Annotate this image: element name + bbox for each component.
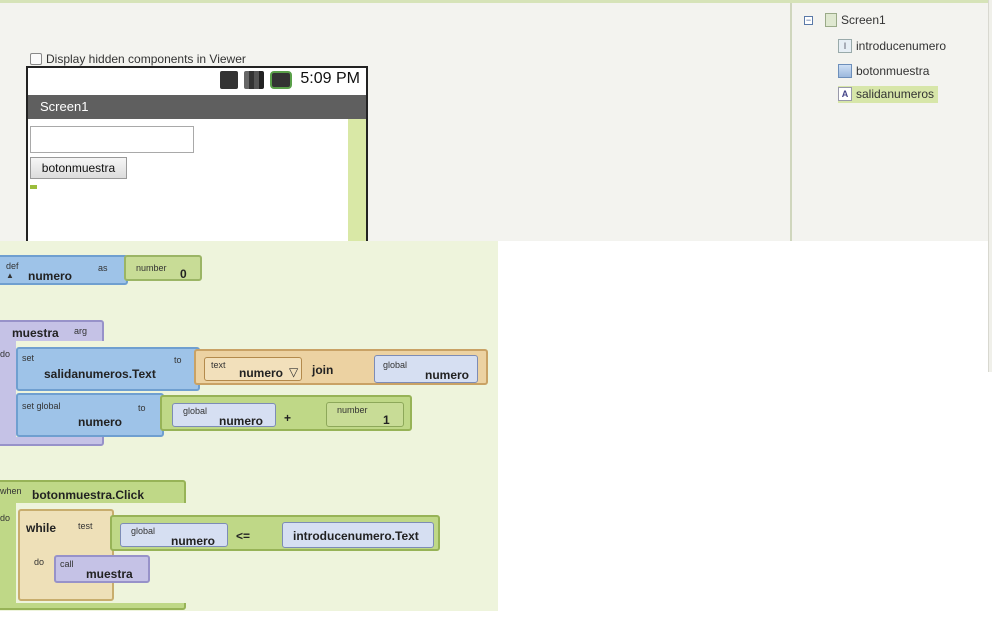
text-tag: text xyxy=(211,360,226,370)
screen-scrollbar[interactable] xyxy=(348,119,366,241)
collapse-triangle-icon[interactable]: ▲ xyxy=(6,271,14,280)
number-value-2[interactable]: 1 xyxy=(383,413,390,427)
set-global-name[interactable]: numero xyxy=(78,415,123,429)
number-block[interactable]: number 0 xyxy=(124,255,202,281)
global-name-3[interactable]: numero xyxy=(171,534,216,548)
set-target: salidanumeros.Text xyxy=(44,367,156,381)
do-keyword: do xyxy=(0,349,11,359)
text-block[interactable]: text numero ▽ xyxy=(204,357,302,381)
property-getter-block[interactable]: introducenumero.Text xyxy=(282,522,434,548)
tree-root[interactable]: − Screen1 xyxy=(804,13,886,27)
tree-root-label: Screen1 xyxy=(841,13,886,27)
compare-target: introducenumero.Text xyxy=(293,529,419,543)
display-hidden-components-checkbox[interactable]: Display hidden components in Viewer xyxy=(30,52,246,66)
botonmuestra-button[interactable]: botonmuestra xyxy=(30,157,127,179)
screen-title: Screen1 xyxy=(40,99,89,114)
viewer-panel: Display hidden components in Viewer 5:09… xyxy=(0,3,790,241)
introducenumero-textbox[interactable] xyxy=(30,126,194,153)
def-keyword: def xyxy=(6,261,19,271)
plus-operator: + xyxy=(284,411,292,425)
global-tag-3: global xyxy=(131,526,156,536)
to-keyword-2: to xyxy=(138,403,146,413)
procedure-name: muestra xyxy=(12,326,59,340)
status-clock: 5:09 PM xyxy=(300,70,360,87)
label-icon: A xyxy=(838,87,852,101)
number-value[interactable]: 0 xyxy=(180,267,187,281)
tree-item-label: botonmuestra xyxy=(856,64,930,78)
def-variable-block[interactable]: def ▲ numero as xyxy=(0,255,128,285)
components-tree: − Screen1 I introducenumero botonmuestra… xyxy=(790,3,990,241)
signal-icon xyxy=(244,71,264,89)
when-keyword: when xyxy=(0,486,22,496)
tree-item-label: salidanumeros xyxy=(856,87,935,101)
tree-item-introducenumero[interactable]: I introducenumero xyxy=(838,39,946,53)
do-keyword-2: do xyxy=(0,513,11,523)
screen-title-bar: Screen1 xyxy=(28,95,366,119)
number-tag: number xyxy=(136,263,167,273)
status-bar: 5:09 PM xyxy=(28,68,366,95)
set-global-keyword: set global xyxy=(22,401,61,411)
checkbox-box[interactable] xyxy=(30,53,42,65)
text-value[interactable]: numero xyxy=(239,366,284,380)
tree-item-label: introducenumero xyxy=(856,39,947,53)
screen-icon xyxy=(825,13,837,27)
button-icon xyxy=(838,64,852,78)
blocks-workspace[interactable]: def ▲ numero as number 0 muestra arg do … xyxy=(0,241,498,611)
global-name[interactable]: numero xyxy=(425,368,470,382)
salidanumeros-label[interactable] xyxy=(30,185,37,189)
call-keyword: call xyxy=(60,559,74,569)
addition-block[interactable]: global numero + number 1 xyxy=(160,395,412,431)
set-global-block[interactable]: set global numero to xyxy=(16,393,164,437)
collapse-icon[interactable]: − xyxy=(804,14,813,25)
event-name: botonmuestra.Click xyxy=(32,488,145,502)
do-keyword-3: do xyxy=(34,557,45,567)
global-getter-block-3[interactable]: global numero xyxy=(120,523,228,548)
global-tag-2: global xyxy=(183,406,208,416)
call-name: muestra xyxy=(86,567,133,581)
global-getter-block-2[interactable]: global numero xyxy=(172,403,276,428)
global-getter-block[interactable]: global numero xyxy=(374,355,478,383)
join-keyword: join xyxy=(312,363,334,377)
compare-block[interactable]: global numero <= introducenumero.Text xyxy=(110,515,440,551)
variable-name: numero xyxy=(28,269,73,283)
battery-icon xyxy=(270,71,292,89)
dropdown-triangle-icon[interactable]: ▽ xyxy=(289,365,299,379)
less-equal-operator: <= xyxy=(236,529,251,543)
global-name-2[interactable]: numero xyxy=(219,414,264,428)
while-keyword: while xyxy=(26,521,57,535)
checkbox-label: Display hidden components in Viewer xyxy=(46,52,246,66)
as-keyword: as xyxy=(98,263,108,273)
phone-preview: 5:09 PM Screen1 botonmuestra xyxy=(26,66,368,241)
textbox-icon: I xyxy=(838,39,852,53)
tree-item-botonmuestra[interactable]: botonmuestra xyxy=(838,64,929,78)
network-icon xyxy=(220,71,238,89)
number-tag-2: number xyxy=(337,405,368,415)
join-block[interactable]: text numero ▽ join global numero xyxy=(194,349,488,385)
call-block[interactable]: call muestra xyxy=(54,555,150,583)
test-keyword: test xyxy=(78,521,93,531)
set-keyword: set xyxy=(22,353,35,363)
right-scrollbar[interactable] xyxy=(988,0,992,372)
number-block-2[interactable]: number 1 xyxy=(326,402,404,427)
tree-item-salidanumeros[interactable]: A salidanumeros xyxy=(838,86,939,103)
set-property-block[interactable]: set salidanumeros.Text to xyxy=(16,347,200,391)
global-tag: global xyxy=(383,360,408,370)
to-keyword: to xyxy=(174,355,182,365)
arg-keyword: arg xyxy=(74,326,88,336)
